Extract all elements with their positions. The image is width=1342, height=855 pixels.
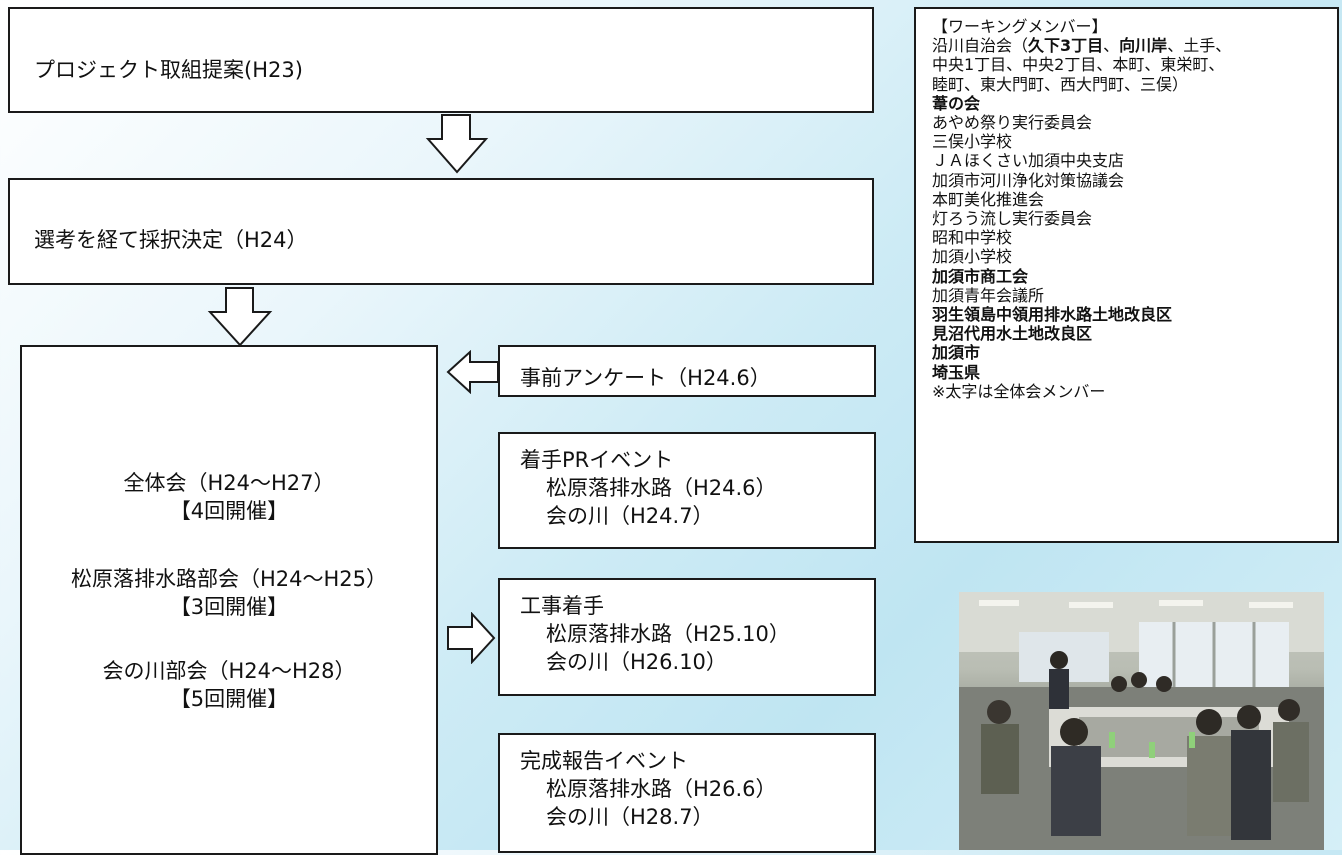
completion-matsubara: 松原落排水路（H26.6） (546, 777, 777, 801)
construction-title: 工事着手 (520, 594, 604, 618)
member-item: 葦の会 (932, 93, 981, 113)
left-arrow-icon (446, 350, 499, 394)
members-jichikai-line: 中央1丁目、中央2丁目、本町、東栄町、 (932, 55, 1225, 75)
member-item: 加須市 (932, 343, 981, 363)
completion-box: 完成報告イベント 松原落排水路（H26.6） 会の川（H28.7） (498, 733, 876, 853)
members-note: ※太字は全体会メンバー (932, 381, 1106, 401)
meetings-box: 全体会（H24～H27） 【4回開催】 松原落排水路部会（H24～H25） 【3… (20, 345, 438, 855)
matsubara-meeting-label: 松原落排水路部会（H24～H25） (70, 567, 388, 591)
member-item: 見沼代用水土地改良区 (932, 324, 1093, 344)
member-item: 羽生領島中領用排水路土地改良区 (932, 305, 1173, 325)
ainokawa-meeting-count: 【5回開催】 (169, 687, 289, 711)
pr-event-matsubara: 松原落排水路（H24.6） (546, 476, 777, 500)
member-item: ＪＡほくさい加須中央支店 (932, 151, 1125, 171)
matsubara-meeting-count: 【3回開催】 (169, 595, 289, 619)
general-meeting-count: 【4回開催】 (169, 499, 289, 523)
member-item: 埼玉県 (932, 362, 981, 382)
member-item: 灯ろう流し実行委員会 (932, 209, 1093, 229)
members-jichikai-line: 沿川自治会（久下3丁目、向川岸、土手、 (932, 36, 1232, 56)
meeting-photo (959, 592, 1324, 850)
completion-title: 完成報告イベント (520, 749, 688, 773)
down-arrow-icon (207, 287, 273, 347)
member-item: 加須青年会議所 (932, 285, 1045, 305)
construction-box: 工事着手 松原落排水路（H25.10） 会の川（H26.10） (498, 578, 876, 696)
adoption-label: 選考を経て採択決定（H24） (34, 228, 308, 252)
ainokawa-meeting-label: 会の川部会（H24～H28） (102, 659, 356, 683)
member-item: あやめ祭り実行委員会 (932, 113, 1093, 133)
general-meeting-label: 全体会（H24～H27） (123, 471, 335, 495)
proposal-box: プロジェクト取組提案(H23) (8, 7, 874, 113)
survey-box: 事前アンケート（H24.6） (498, 345, 876, 397)
proposal-label: プロジェクト取組提案(H23) (34, 58, 303, 82)
members-jichikai-line: 睦町、東大門町、西大門町、三俣） (932, 74, 1189, 94)
adoption-box: 選考を経て採択決定（H24） (8, 178, 874, 285)
working-members-box: 【ワーキングメンバー】 沿川自治会（久下3丁目、向川岸、土手、 中央1丁目、中央… (914, 7, 1339, 543)
completion-ainokawa: 会の川（H28.7） (546, 805, 714, 829)
member-item: 本町美化推進会 (932, 189, 1045, 209)
survey-label: 事前アンケート（H24.6） (520, 366, 771, 390)
member-item: 三俣小学校 (932, 132, 1013, 152)
construction-ainokawa: 会の川（H26.10） (546, 650, 727, 674)
pr-event-ainokawa: 会の川（H24.7） (546, 504, 714, 528)
pr-event-box: 着手PRイベント 松原落排水路（H24.6） 会の川（H24.7） (498, 432, 876, 549)
pr-event-title: 着手PRイベント (520, 448, 674, 472)
right-arrow-icon (447, 612, 496, 664)
member-item: 加須市商工会 (932, 266, 1029, 286)
member-item: 加須市河川浄化対策協議会 (932, 170, 1125, 190)
down-arrow-icon (425, 114, 489, 174)
member-item: 昭和中学校 (932, 228, 1013, 248)
construction-matsubara: 松原落排水路（H25.10） (546, 622, 790, 646)
members-heading: 【ワーキングメンバー】 (932, 17, 1108, 36)
member-item: 加須小学校 (932, 247, 1013, 267)
